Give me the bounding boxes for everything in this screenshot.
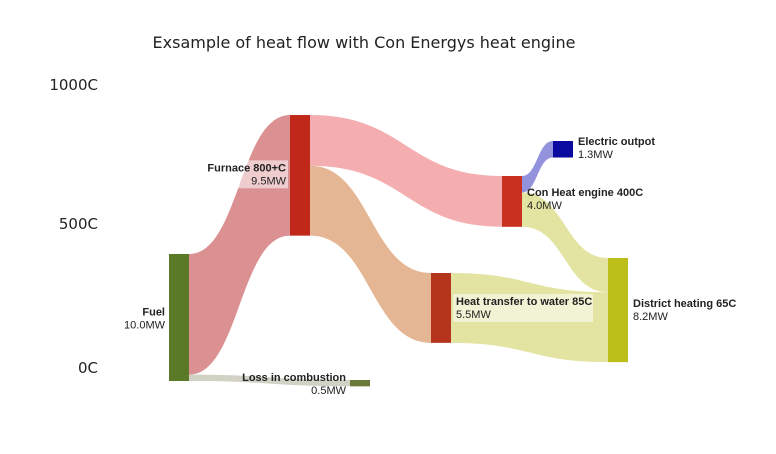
link-con-to-district[interactable] — [522, 192, 608, 293]
node-label-electric: Electric outpot — [578, 136, 655, 148]
node-loss[interactable] — [350, 380, 370, 387]
node-con[interactable] — [502, 176, 522, 227]
node-label-heat: Heat transfer to water 85C — [456, 296, 592, 308]
node-value-furnace: 9.5MW — [251, 175, 286, 187]
node-electric[interactable] — [553, 141, 573, 158]
link-furnace-to-heat[interactable] — [310, 165, 431, 343]
link-con-to-electric[interactable] — [522, 141, 553, 193]
node-heat[interactable] — [431, 273, 451, 343]
node-value-district: 8.2MW — [633, 311, 668, 323]
node-value-fuel: 10.0MW — [124, 320, 166, 332]
node-district[interactable] — [608, 258, 628, 363]
node-label-furnace: Furnace 800+C — [207, 162, 286, 174]
link-fuel-to-furnace[interactable] — [189, 115, 290, 375]
y-label-1000c: 1000C — [49, 76, 98, 94]
node-label-loss: Loss in combustion — [242, 372, 346, 384]
label-bg-furnace — [206, 160, 288, 189]
node-furnace[interactable] — [290, 115, 310, 236]
node-value-heat: 5.5MW — [456, 309, 491, 321]
chart-title: Exsample of heat flow with Con Energys h… — [152, 33, 576, 52]
link-fuel-to-loss[interactable] — [189, 374, 350, 387]
link-furnace-to-con[interactable] — [310, 115, 502, 227]
label-bg-heat — [453, 293, 593, 322]
y-label-500c: 500C — [58, 215, 98, 233]
node-label-fuel: Fuel — [142, 307, 165, 319]
node-label-district: District heating 65C — [633, 298, 736, 310]
y-label-0c: 0C — [77, 359, 98, 377]
node-value-loss: 0.5MW — [311, 385, 346, 397]
node-fuel[interactable] — [169, 254, 189, 381]
node-label-con: Con Heat engine 400C — [527, 187, 643, 199]
node-value-con: 4.0MW — [527, 200, 562, 212]
node-value-electric: 1.3MW — [578, 149, 613, 161]
